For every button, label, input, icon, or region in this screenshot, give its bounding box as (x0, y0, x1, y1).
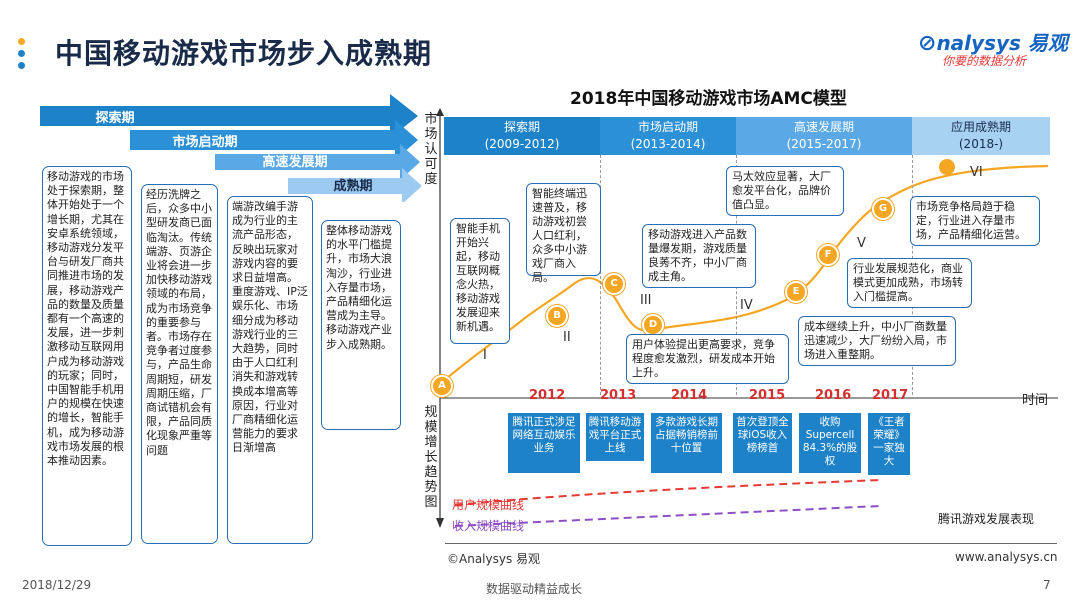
desc-launch: 经历洗牌之后，众多中小型研发商已面临淘汰。传统端游、页游企业将会进一步加快移动游… (141, 184, 218, 544)
stage-label: V (857, 236, 866, 251)
callout-a: 智能手机开始兴起，移动互联网概念火热，移动游戏发展迎来新机遇。 (450, 218, 510, 344)
footer-date: 2018/12/29 (22, 578, 92, 592)
curve-node-e: E (785, 281, 807, 303)
callout-b: 智能终端迅速普及，移动游戏初尝人口红利，众多中小游戏厂商入局。 (526, 183, 601, 284)
curve-node-c: C (603, 273, 625, 295)
chart-phase-launch: 市场启动期(2013-2014) (600, 117, 736, 155)
year-label: 2014 (671, 388, 708, 403)
phase-mature: 成熟期 (333, 178, 373, 194)
event-2012: 腾讯正式涉足网络互动娱乐业务 (508, 413, 580, 473)
stage-label: I (483, 348, 487, 363)
analysys-logo: ⊘nalysys 易观 (918, 31, 1068, 56)
logo-slogan: 你要的数据分析 (942, 54, 1027, 68)
phase-divider (600, 155, 601, 395)
chart-phase-growth: 高速发展期(2015-2017) (736, 117, 912, 155)
page-number: 7 (1043, 578, 1051, 592)
year-label: 2012 (529, 388, 566, 403)
callout-e: 成本继续上升，中小厂商数量迅速减少，大厂纷纷入局，市场进入重整期。 (798, 316, 956, 366)
year-label: 2015 (749, 388, 786, 403)
chart-title: 2018年中国移动游戏市场AMC模型 (570, 89, 847, 109)
event-2015: 首次登顶全球iOS收入榜榜首 (733, 413, 792, 473)
footer-slogan: 数据驱动精益成长 (486, 582, 583, 596)
year-label: 2013 (600, 388, 637, 403)
callout-d: 用户体验提出更高要求，竞争程度愈发激烈，研发成本开始上升。 (626, 334, 789, 384)
chart-phase-mature: 应用成熟期(2018-) (912, 117, 1050, 155)
desc-growth: 端游改编手游成为行业的主流产品形态，反映出玩家对游戏内容的要求日益增高。重度游戏… (227, 196, 313, 544)
footer-rule (445, 543, 1057, 544)
callout-f: 行业发展规范化，商业模式更加成熟，市场转入门槛提高。 (847, 258, 972, 308)
curve-node-b: B (546, 305, 568, 327)
phase-explore: 探索期 (95, 110, 135, 126)
curve-node-a: A (431, 375, 453, 397)
event-2013: 腾讯移动游戏平台正式上线 (586, 413, 644, 461)
footer-copyright: ©Analysys 易观 (447, 552, 541, 566)
phase-growth: 高速发展期 (262, 154, 328, 170)
curve-node-end (939, 159, 955, 175)
desc-mature: 整体移动游戏的水平门槛提升，市场大浪淘沙，行业进入存量市场，产品精细化运营成为主… (321, 220, 401, 430)
chart-phase-explore: 探索期(2009-2012) (444, 117, 600, 155)
phase-arrows (40, 94, 422, 202)
stage-label: III (640, 293, 652, 308)
page-title: 中国移动游戏市场步入成熟期 (55, 37, 433, 70)
callout-vi: 市场竞争格局趋于稳定，行业进入存量市场，产品精细化运营。 (910, 196, 1040, 246)
y-axis-label-bottom: 规模增长趋势图 (424, 405, 438, 510)
y-axis-label-top: 市场认可度 (424, 112, 438, 187)
event-2014: 多款游戏长期占据畅销榜前十位置 (651, 413, 722, 473)
tencent-label: 腾讯游戏发展表现 (938, 512, 1035, 526)
stage-label: IV (740, 298, 753, 313)
event-2016: 收购Supercell 84.3%的股权 (799, 413, 861, 473)
curve-node-d: D (642, 314, 664, 336)
phase-launch: 市场启动期 (172, 134, 238, 150)
stage-label: II (563, 330, 571, 345)
legend-user-scale: 用户规模曲线 (452, 498, 525, 512)
footer-website: www.analysys.cn (955, 550, 1058, 564)
desc-explore: 移动游戏的市场处于探索期，整体开始处于一个增长期，尤其在安卓系统领域，移动游戏分… (42, 166, 132, 546)
curve-node-f: F (817, 244, 839, 266)
callout-c: 移动游戏进入产品数量爆发期，游戏质量良莠不齐，中小厂商成主角。 (642, 224, 756, 288)
x-axis-label: 时间 (1022, 393, 1049, 408)
curve-node-g: G (872, 198, 894, 220)
event-2017: 《王者荣耀》一家独大 (868, 413, 910, 475)
callout-g: 马太效应显著，大厂愈发平台化，品牌价值凸显。 (726, 166, 844, 216)
year-label: 2016 (815, 388, 852, 403)
stage-label: VI (970, 165, 983, 180)
year-label: 2017 (872, 388, 909, 403)
legend-revenue-scale: 收入规模曲线 (452, 519, 525, 533)
